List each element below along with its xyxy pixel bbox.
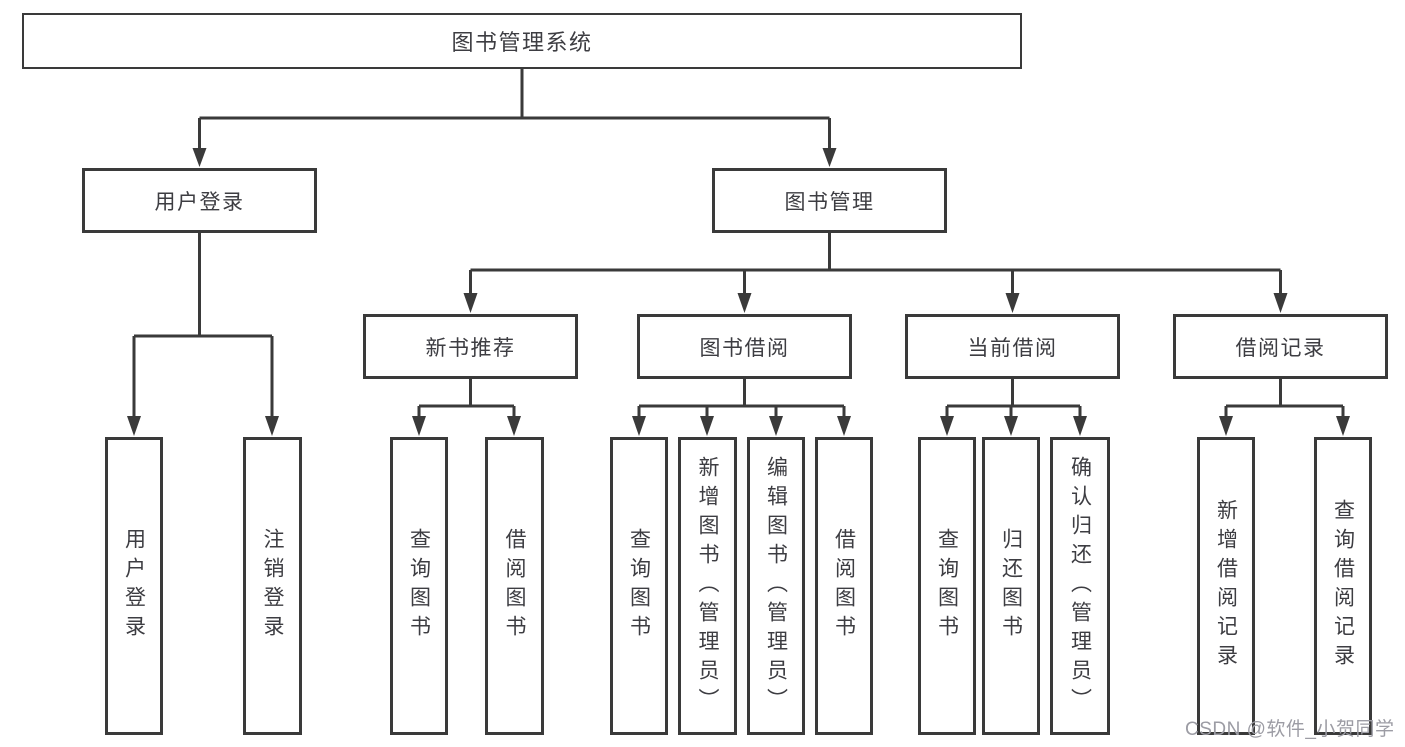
- arrowhead: [463, 293, 478, 313]
- node-borrow-records: 借阅记录: [1173, 314, 1388, 379]
- connector-borrow-records-children: [1219, 379, 1350, 436]
- node-login-leaf: 用户登录: [105, 437, 163, 735]
- arrowhead: [822, 148, 837, 167]
- connector-book-borrow-children: [632, 379, 851, 436]
- node-borrow-book-leaf: 借阅图书: [815, 437, 873, 735]
- node-label: 借阅图书: [503, 528, 526, 644]
- node-label: 借阅记录: [1235, 336, 1326, 360]
- node-label: 归还图书: [999, 528, 1023, 644]
- arrowhead: [1005, 293, 1020, 313]
- node-label: 编辑图书（管理员）: [764, 455, 788, 717]
- node-label: 用户登录: [154, 190, 245, 214]
- arrowhead: [769, 416, 783, 436]
- connector-user-login-children: [127, 233, 279, 436]
- connector-book-management-to-level3: [463, 233, 1288, 313]
- node-edit-book-admin: 编辑图书（管理员）: [747, 437, 805, 735]
- node-label: 图书借阅: [699, 336, 790, 360]
- arrowhead: [837, 416, 851, 436]
- node-book-management: 图书管理: [712, 168, 947, 233]
- connector-new-book-recommend-children: [412, 379, 521, 436]
- node-label: 查询图书: [935, 528, 959, 644]
- node-label: 确认归还（管理员）: [1068, 455, 1092, 717]
- arrowhead: [507, 416, 521, 436]
- node-root: 图书管理系统: [22, 13, 1022, 69]
- node-label: 注销登录: [261, 528, 284, 644]
- node-label: 图书管理: [784, 190, 875, 214]
- arrowhead: [700, 416, 714, 436]
- node-query-borrow-record: 查询借阅记录: [1314, 437, 1372, 735]
- arrowhead: [632, 416, 646, 436]
- connector-current-borrow-children: [940, 379, 1087, 436]
- arrowhead: [265, 416, 279, 436]
- node-label: 查询图书: [407, 528, 431, 644]
- node-query-book-current: 查询图书: [918, 437, 976, 735]
- arrowhead: [940, 416, 954, 436]
- csdn-watermark: CSDN @软件_小贺同学: [1185, 719, 1395, 740]
- node-logout-leaf: 注销登录: [243, 437, 302, 735]
- node-label: 查询借阅记录: [1331, 499, 1355, 673]
- node-query-book-recommend: 查询图书: [390, 437, 448, 735]
- node-label: 新书推荐: [425, 336, 516, 360]
- node-add-book-admin: 新增图书（管理员）: [678, 437, 737, 735]
- node-label: 图书管理系统: [451, 30, 593, 55]
- node-confirm-return-admin: 确认归还（管理员）: [1050, 437, 1110, 735]
- node-query-book-borrow: 查询图书: [610, 437, 668, 735]
- node-label: 新增借阅记录: [1214, 499, 1238, 673]
- node-label: 查询图书: [627, 528, 651, 644]
- arrowhead: [192, 148, 207, 167]
- node-add-borrow-record: 新增借阅记录: [1197, 437, 1255, 735]
- node-label: 用户登录: [122, 528, 146, 644]
- arrowhead: [1336, 416, 1350, 436]
- arrowhead: [412, 416, 426, 436]
- node-current-borrow: 当前借阅: [905, 314, 1120, 379]
- arrowhead: [737, 293, 752, 313]
- node-label: 当前借阅: [967, 336, 1058, 360]
- node-borrow-book-recommend: 借阅图书: [485, 437, 544, 735]
- arrowhead: [1219, 416, 1233, 436]
- node-book-borrow: 图书借阅: [637, 314, 852, 379]
- arrowhead: [1073, 416, 1087, 436]
- node-label: 新增图书（管理员）: [696, 455, 719, 717]
- arrowhead: [1273, 293, 1288, 313]
- connector-root-to-level2: [192, 69, 837, 167]
- node-user-login: 用户登录: [82, 168, 317, 233]
- node-return-book: 归还图书: [982, 437, 1040, 735]
- node-new-book-recommend: 新书推荐: [363, 314, 578, 379]
- node-label: 借阅图书: [832, 528, 856, 644]
- arrowhead: [127, 416, 141, 436]
- arrowhead: [1004, 416, 1018, 436]
